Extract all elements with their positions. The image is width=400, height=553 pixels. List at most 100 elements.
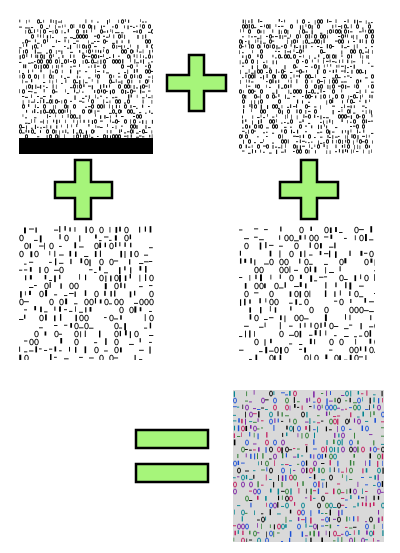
- glyph-mark: [119, 330, 121, 337]
- glyph-mark: [272, 94, 276, 99]
- glyph-mark: [253, 390, 255, 395]
- glyph-mark: [279, 322, 281, 330]
- glyph-mark: [104, 283, 107, 290]
- glyph-mark: [142, 136, 145, 138]
- glyph-mark: [352, 94, 356, 99]
- glyph-mark: [46, 52, 48, 54]
- glyph-mark: [239, 258, 242, 264]
- glyph-mark: [356, 34, 358, 40]
- glyph-mark: [49, 109, 53, 114]
- glyph-mark: [43, 95, 46, 97]
- glyph-mark: [287, 39, 288, 44]
- glyph-mark: [302, 71, 305, 73]
- glyph-mark: [245, 453, 247, 458]
- glyph-mark: [333, 447, 336, 452]
- glyph-mark: [281, 87, 284, 89]
- glyph-mark: [74, 330, 79, 338]
- glyph-mark: [77, 120, 78, 125]
- glyph-mark: [279, 34, 281, 39]
- glyph-mark: [245, 439, 249, 446]
- glyph-mark: [120, 19, 124, 24]
- glyph-mark: [339, 338, 344, 346]
- glyph-mark: [302, 145, 305, 147]
- glyph-mark: [296, 52, 299, 53]
- glyph-mark: [49, 54, 53, 59]
- glyph-mark: [356, 92, 359, 93]
- glyph-mark: [313, 421, 316, 423]
- glyph-mark: [34, 39, 36, 43]
- glyph-mark: [252, 50, 253, 54]
- glyph-mark: [73, 65, 76, 67]
- glyph-mark: [55, 99, 59, 104]
- glyph-mark: [337, 535, 341, 537]
- glyph-mark: [329, 349, 333, 351]
- glyph-mark: [44, 282, 49, 290]
- glyph-mark: [19, 269, 23, 271]
- glyph-mark: [85, 95, 88, 97]
- glyph-mark: [261, 427, 264, 429]
- glyph-mark: [74, 338, 79, 346]
- glyph-mark: [320, 94, 322, 100]
- glyph-mark: [299, 74, 300, 78]
- glyph-mark: [259, 298, 261, 304]
- glyph-mark: [333, 467, 335, 472]
- glyph-mark: [355, 84, 359, 89]
- glyph-mark: [293, 426, 294, 433]
- glyph-mark: [245, 330, 246, 338]
- glyph-mark: [293, 418, 297, 425]
- glyph-mark: [353, 125, 356, 127]
- glyph-mark: [290, 50, 291, 54]
- glyph-mark: [109, 303, 112, 305]
- glyph-mark: [285, 453, 288, 458]
- glyph-mark: [281, 139, 285, 144]
- glyph-mark: [64, 104, 68, 109]
- glyph-mark: [115, 96, 118, 98]
- glyph-mark: [313, 64, 317, 69]
- glyph-mark: [130, 25, 133, 27]
- glyph-mark: [318, 85, 320, 90]
- glyph-mark: [143, 55, 144, 59]
- glyph-mark: [115, 226, 118, 233]
- glyph-mark: [359, 89, 361, 94]
- glyph-mark: [339, 274, 344, 282]
- glyph-mark: [305, 426, 307, 430]
- glyph-mark: [242, 55, 244, 58]
- glyph-mark: [254, 27, 257, 29]
- glyph-mark: [344, 328, 349, 330]
- glyph-mark: [254, 100, 256, 105]
- glyph-mark: [118, 121, 120, 122]
- glyph-mark: [85, 226, 87, 233]
- glyph-mark: [46, 59, 50, 64]
- glyph-mark: [239, 349, 244, 351]
- glyph-mark: [70, 258, 72, 265]
- glyph-mark: [362, 52, 365, 54]
- glyph-mark: [302, 61, 304, 63]
- glyph-mark: [124, 19, 126, 22]
- glyph-mark: [40, 121, 43, 123]
- glyph-mark: [44, 274, 47, 280]
- glyph-mark: [245, 475, 248, 480]
- glyph-mark: [337, 139, 341, 144]
- glyph-mark: [84, 255, 89, 257]
- glyph-mark: [278, 29, 280, 35]
- glyph-mark: [317, 415, 320, 417]
- glyph-mark: [19, 250, 24, 258]
- glyph-mark: [325, 492, 329, 494]
- glyph-mark: [321, 512, 324, 514]
- glyph-mark: [264, 322, 266, 328]
- glyph-mark: [149, 247, 153, 249]
- glyph-mark: [272, 60, 274, 65]
- glyph-mark: [233, 425, 236, 431]
- glyph-mark: [253, 94, 257, 99]
- glyph-mark: [263, 109, 267, 114]
- glyph-mark: [50, 125, 52, 129]
- glyph-mark: [373, 538, 374, 542]
- glyph-mark: [249, 299, 251, 304]
- glyph-mark: [124, 242, 126, 247]
- glyph-mark: [285, 394, 289, 396]
- glyph-mark: [29, 290, 31, 296]
- glyph-mark: [25, 117, 28, 119]
- glyph-mark: [263, 139, 264, 142]
- glyph-mark: [293, 131, 295, 133]
- glyph-mark: [305, 24, 307, 27]
